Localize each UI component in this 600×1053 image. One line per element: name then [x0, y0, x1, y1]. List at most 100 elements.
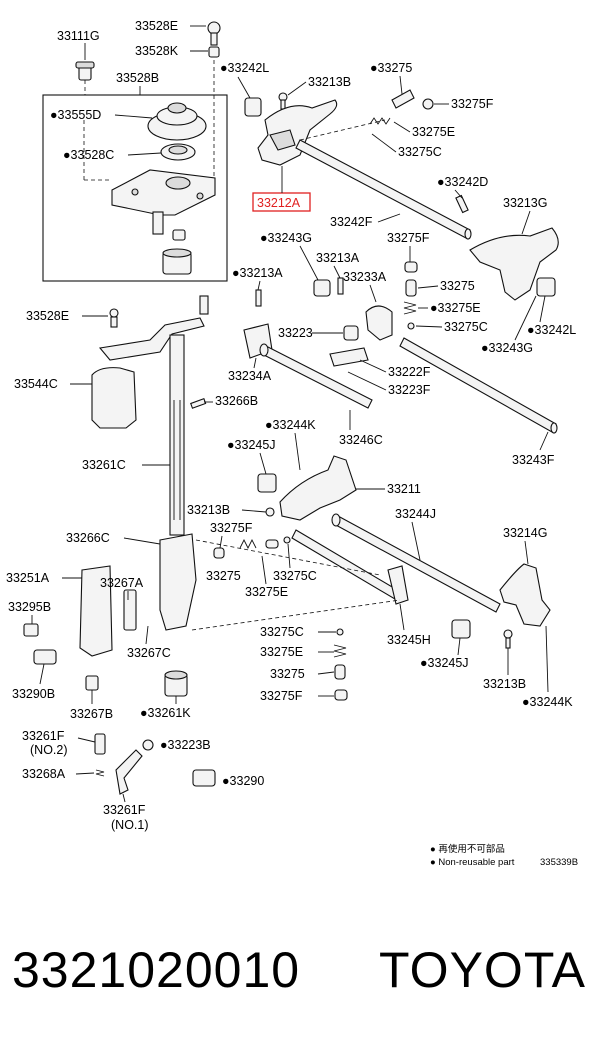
part-inset-bush	[162, 229, 192, 275]
part-33268A	[95, 769, 105, 777]
label-33261C: 33261C	[82, 458, 126, 472]
part-33223B	[142, 739, 154, 751]
part-shaft-33243F	[399, 337, 558, 434]
label-33245H: 33245H	[387, 633, 431, 647]
part-33267B	[85, 675, 99, 691]
part-33528K	[208, 46, 220, 180]
legend-line-2: ● Non-reusable part	[430, 857, 515, 868]
part-fork-33213G	[469, 227, 559, 301]
label-33275E-low: 33275E	[245, 585, 288, 599]
label-33223B: ●33223B	[160, 738, 211, 752]
label-33246C: 33246C	[339, 433, 383, 447]
label-33251A: 33251A	[6, 571, 50, 585]
label-33243F: 33243F	[512, 453, 555, 467]
label-33213A-b: 33213A	[316, 251, 360, 265]
label-33242D: ●33242D	[437, 175, 488, 189]
label-33275E-b: 33275E	[260, 645, 303, 659]
label-33243G-mid: ●33243G	[481, 341, 533, 355]
part-33251A	[79, 565, 113, 657]
part-33222F	[329, 347, 369, 367]
footer: 3321020010 TOYOTA	[0, 930, 600, 1010]
label-33242L-mid: ●33242L	[527, 323, 576, 337]
part-shaft-33246C	[259, 343, 373, 409]
label-33261F-a-sub: (NO.2)	[30, 743, 68, 757]
part-fork-33211	[279, 455, 357, 521]
part-33213A-pins	[255, 277, 344, 307]
part-33245J-low	[451, 619, 471, 639]
label-33243G-top: ●33243G	[260, 231, 312, 245]
part-detent-stack-low	[213, 507, 291, 559]
part-33290	[192, 769, 216, 787]
label-33275F-mid: 33275F	[387, 231, 430, 245]
label-33213A-a: ●33213A	[232, 266, 283, 280]
part-33111G	[75, 61, 95, 95]
label-33528B: 33528B	[116, 71, 159, 85]
part-33275-top	[391, 89, 415, 109]
label-33275E-mid: ●33275E	[430, 301, 481, 315]
part-number: 3321020010	[12, 942, 301, 998]
part-33528C	[160, 143, 196, 161]
part-33267A	[123, 589, 137, 631]
label-33261K: ●33261K	[140, 706, 191, 720]
label-33295B: 33295B	[8, 600, 51, 614]
part-33266C	[159, 533, 401, 631]
label-33528C: ●33528C	[63, 148, 114, 162]
inset-box	[42, 94, 228, 282]
part-33528E-mid	[109, 308, 119, 328]
part-33544C	[91, 367, 137, 429]
part-33242L-top	[244, 97, 262, 117]
label-33222F: 33222F	[388, 365, 431, 379]
label-33267C: 33267C	[127, 646, 171, 660]
label-33290B: 33290B	[12, 687, 55, 701]
label-33290: ●33290	[222, 774, 264, 788]
label-33275C-low: 33275C	[273, 569, 317, 583]
label-33528K: 33528K	[135, 44, 179, 58]
part-33275-mid-stack	[403, 261, 418, 330]
part-33266B	[190, 398, 207, 409]
label-33261F-a: 33261F	[22, 729, 65, 743]
label-33245J-low: ●33245J	[420, 656, 469, 670]
label-33266B: 33266B	[215, 394, 258, 408]
label-33275F-low: 33275F	[210, 521, 253, 535]
label-33242L-top: ●33242L	[220, 61, 269, 75]
part-33275F-top	[422, 98, 434, 110]
label-33275F-top: 33275F	[451, 97, 494, 111]
label-33213G: 33213G	[503, 196, 547, 210]
label-33244J: 33244J	[395, 507, 436, 521]
label-33261F-b: 33261F	[103, 803, 146, 817]
legend-line-1: ● 再使用不可部品	[430, 843, 505, 855]
label-33266C: 33266C	[66, 531, 110, 545]
part-33295B	[23, 623, 39, 637]
label-33223: 33223	[278, 326, 313, 340]
label-33275-b: 33275	[270, 667, 305, 681]
part-33213B-low	[503, 629, 513, 649]
parts-diagram: 33111G 33528E 33528K 33528B ●33555D ●335…	[6, 19, 578, 868]
label-33214G: 33214G	[503, 526, 547, 540]
label-33213B-mid: 33213B	[187, 503, 230, 517]
part-33242L-mid	[536, 277, 556, 297]
part-33243G-top	[313, 279, 331, 297]
label-33275F-b: 33275F	[260, 689, 303, 703]
label-33275-top: ●33275	[370, 61, 412, 75]
label-33213B-top: 33213B	[308, 75, 351, 89]
part-33245H-bracket	[387, 565, 409, 605]
label-33268A: 33268A	[22, 767, 66, 781]
part-33233A	[365, 305, 393, 341]
part-shaft-33245H	[291, 529, 405, 603]
label-33267B: 33267B	[70, 707, 113, 721]
part-33261K	[164, 670, 188, 697]
part-shaft-33242F	[295, 139, 472, 240]
highlight-box-33212A	[252, 192, 311, 212]
label-33275C-top: 33275C	[398, 145, 442, 159]
part-lever-33261C	[98, 295, 209, 536]
part-33261F-no1	[115, 749, 143, 795]
legend: ● 再使用不可部品 ● Non-reusable part 335339B	[430, 843, 578, 868]
label-33544C: 33544C	[14, 377, 58, 391]
label-33275C-b: 33275C	[260, 625, 304, 639]
label-33244K-top: ●33244K	[265, 418, 316, 432]
label-33267A: 33267A	[100, 576, 144, 590]
label-33233A: 33233A	[343, 270, 387, 284]
legend-code: 335339B	[540, 857, 578, 868]
label-33275E-top: 33275E	[412, 125, 455, 139]
callout-labels: 33111G 33528E 33528K 33528B ●33555D ●335…	[6, 19, 576, 832]
